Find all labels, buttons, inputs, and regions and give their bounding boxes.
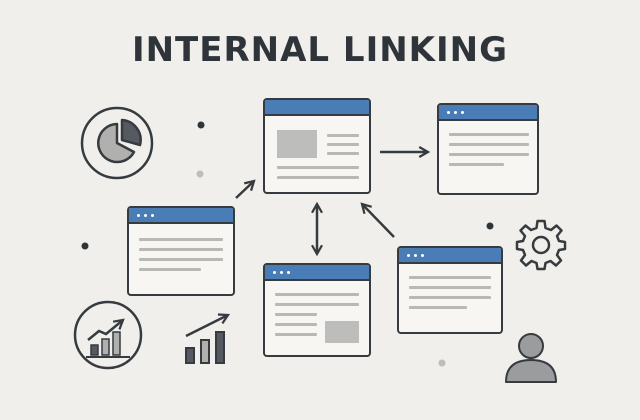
text-line xyxy=(409,306,467,309)
text-line xyxy=(139,268,201,271)
text-line xyxy=(139,248,223,251)
text-line xyxy=(277,176,359,179)
text-line xyxy=(139,238,223,241)
growth-chart-icon xyxy=(73,300,143,370)
central-page-window xyxy=(263,98,371,194)
text-line xyxy=(409,296,491,299)
text-line xyxy=(409,286,491,289)
decorative-dot xyxy=(197,121,205,129)
arrow-up-left xyxy=(360,202,395,238)
text-line xyxy=(327,134,359,137)
text-line xyxy=(275,303,359,306)
arrow-up-right xyxy=(235,179,256,199)
bar-chart-icon xyxy=(185,313,231,364)
window-title-bar xyxy=(265,265,369,281)
gear-icon xyxy=(515,219,567,271)
text-line xyxy=(277,166,359,169)
linked-page-window-bottom-right xyxy=(397,246,503,334)
text-line xyxy=(449,143,529,146)
text-line xyxy=(327,152,359,155)
window-title-bar xyxy=(399,248,501,264)
text-line xyxy=(409,276,491,279)
text-line xyxy=(449,163,504,166)
linked-page-window-left xyxy=(127,206,235,296)
image-placeholder xyxy=(277,130,317,158)
linked-page-window-top-right xyxy=(437,103,539,195)
pie-chart-icon xyxy=(80,106,154,180)
window-title-bar xyxy=(129,208,233,224)
text-line xyxy=(275,313,317,316)
text-line xyxy=(275,293,359,296)
decorative-dot xyxy=(438,359,446,367)
text-line xyxy=(275,323,317,326)
decorative-dot xyxy=(81,242,89,250)
user-icon xyxy=(505,333,557,383)
decorative-dot xyxy=(486,222,494,230)
decorative-dot xyxy=(196,170,204,178)
linked-page-window-bottom xyxy=(263,263,371,357)
page-title: INTERNAL LINKING xyxy=(131,30,509,70)
image-placeholder xyxy=(325,321,359,343)
window-title-bar xyxy=(265,100,369,116)
text-line xyxy=(449,133,529,136)
text-line xyxy=(327,143,359,146)
text-line xyxy=(139,258,223,261)
text-line xyxy=(449,153,529,156)
window-title-bar xyxy=(439,105,537,121)
text-line xyxy=(275,333,317,336)
